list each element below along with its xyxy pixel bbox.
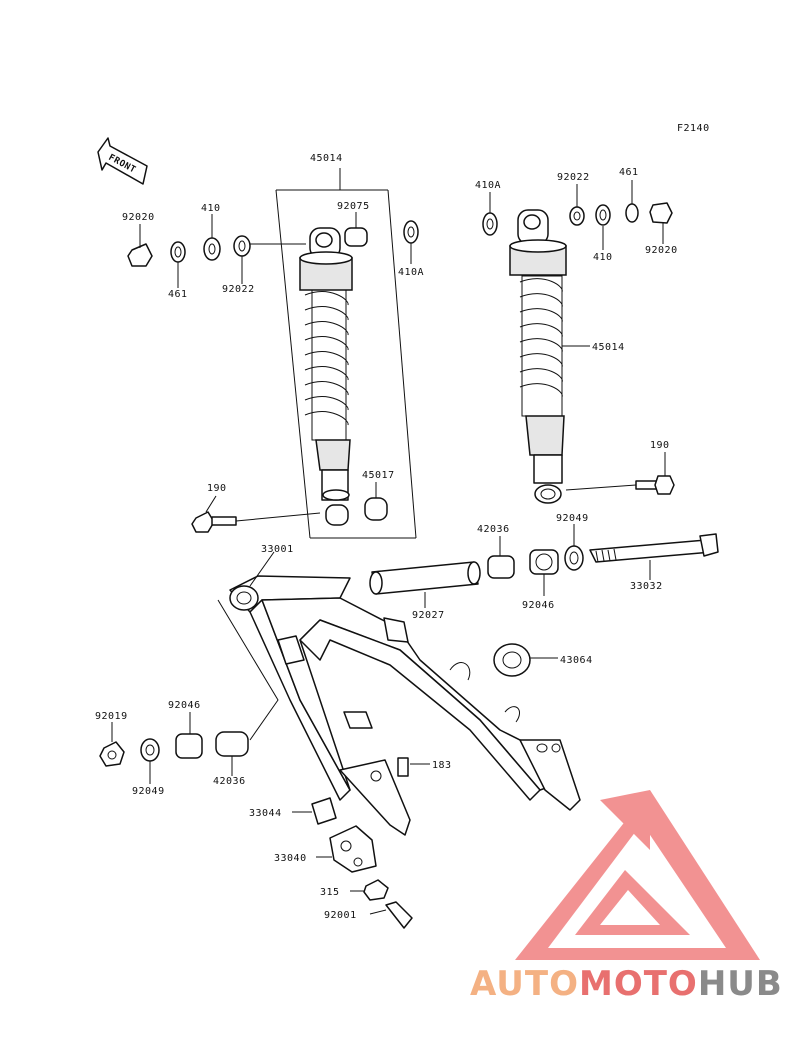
bushing-45017 [364, 497, 388, 521]
label-42036-bottom: 42036 [213, 776, 246, 787]
bushing-45017-left [325, 504, 349, 526]
part-33040 [316, 825, 377, 873]
label-410-left: 410 [201, 203, 221, 214]
label-92019: 92019 [95, 711, 128, 722]
label-92049-top: 92049 [556, 513, 589, 524]
part-labels: F2140 45014 92020 410 92075 461 92022 41… [95, 123, 710, 921]
label-190-right: 190 [650, 440, 670, 451]
label-92020-right: 92020 [645, 245, 678, 256]
label-45017: 45017 [362, 470, 395, 481]
collar-92049 [564, 545, 584, 571]
watermark-hub: HUB [698, 964, 783, 1004]
label-33044: 33044 [249, 808, 282, 819]
bracket-33001 [217, 599, 279, 741]
label-190-left: 190 [207, 483, 227, 494]
label-43064: 43064 [560, 655, 593, 666]
part-33044 [292, 797, 337, 825]
watermark-auto: AUTO [470, 964, 579, 1004]
rubber-43064 [493, 643, 558, 677]
nut-315 [350, 879, 389, 901]
watermark-moto: MOTO [579, 964, 698, 1004]
right-top-hardware [482, 202, 673, 347]
label-92022-right: 92022 [557, 172, 590, 183]
bolt-190-left [191, 511, 321, 533]
sleeve-92027 [369, 561, 481, 595]
bolt-190-right [565, 452, 675, 495]
label-92020-left: 92020 [122, 212, 155, 223]
label-315: 315 [320, 887, 340, 898]
label-42036-top: 42036 [477, 524, 510, 535]
label-92075: 92075 [337, 201, 370, 212]
label-410A-left: 410A [398, 267, 424, 278]
ref-code: F2140 [677, 123, 710, 134]
label-410-right: 410 [593, 252, 613, 263]
label-92001: 92001 [324, 910, 357, 921]
watermark-logo [515, 790, 760, 960]
label-92027: 92027 [412, 610, 445, 621]
left-top-hardware [127, 220, 419, 267]
label-92046-top: 92046 [522, 600, 555, 611]
bolt-92001 [369, 901, 413, 929]
sleeve-42036 [487, 555, 515, 579]
label-33001: 33001 [261, 544, 294, 555]
label-92022-left: 92022 [222, 284, 255, 295]
leader-lines [111, 180, 664, 784]
label-461-right: 461 [619, 167, 639, 178]
label-410A-right: 410A [475, 180, 501, 191]
left-shock-bracket [275, 168, 417, 539]
label-92049-bottom: 92049 [132, 786, 165, 797]
label-183: 183 [432, 760, 452, 771]
label-45014-right: 45014 [592, 342, 625, 353]
right-shock-absorber [509, 209, 567, 504]
label-461-left: 461 [168, 289, 188, 300]
watermark-text: AUTOMOTOHUB [470, 964, 783, 1004]
label-33040: 33040 [274, 853, 307, 864]
swingarm-33001 [229, 575, 581, 836]
bearing-92046 [529, 549, 559, 575]
left-shock-absorber [299, 227, 353, 501]
label-45014-top: 45014 [310, 153, 343, 164]
lower-left-hardware [99, 731, 249, 767]
front-arrow-icon: FRONT [97, 137, 148, 185]
label-92046-bottom: 92046 [168, 700, 201, 711]
pivot-shaft-33032 [589, 533, 719, 563]
label-33032: 33032 [630, 581, 663, 592]
bolt-183 [397, 757, 430, 777]
